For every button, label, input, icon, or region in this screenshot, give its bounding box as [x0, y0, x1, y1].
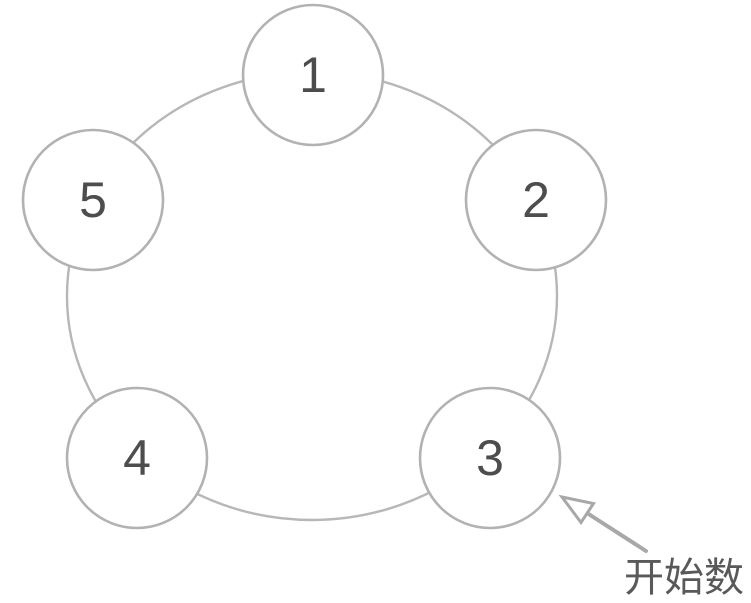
arrow-shaft [585, 511, 648, 553]
node-label-5: 5 [79, 172, 107, 228]
node-circle-1 [241, 3, 385, 147]
node-circle-5 [21, 128, 165, 272]
node-circle-3 [418, 386, 562, 530]
start-arrow [558, 494, 648, 553]
nodes-group: 1 2 3 4 5 [21, 3, 608, 530]
node-label-4: 4 [123, 430, 151, 486]
node-circle-2 [464, 128, 608, 272]
node-label-3: 3 [476, 430, 504, 486]
node-label-1: 1 [299, 47, 327, 103]
arrow-head-icon [558, 494, 596, 526]
start-count-label: 开始数 [624, 556, 744, 600]
node-circle-4 [65, 386, 209, 530]
node-label-2: 2 [522, 172, 550, 228]
